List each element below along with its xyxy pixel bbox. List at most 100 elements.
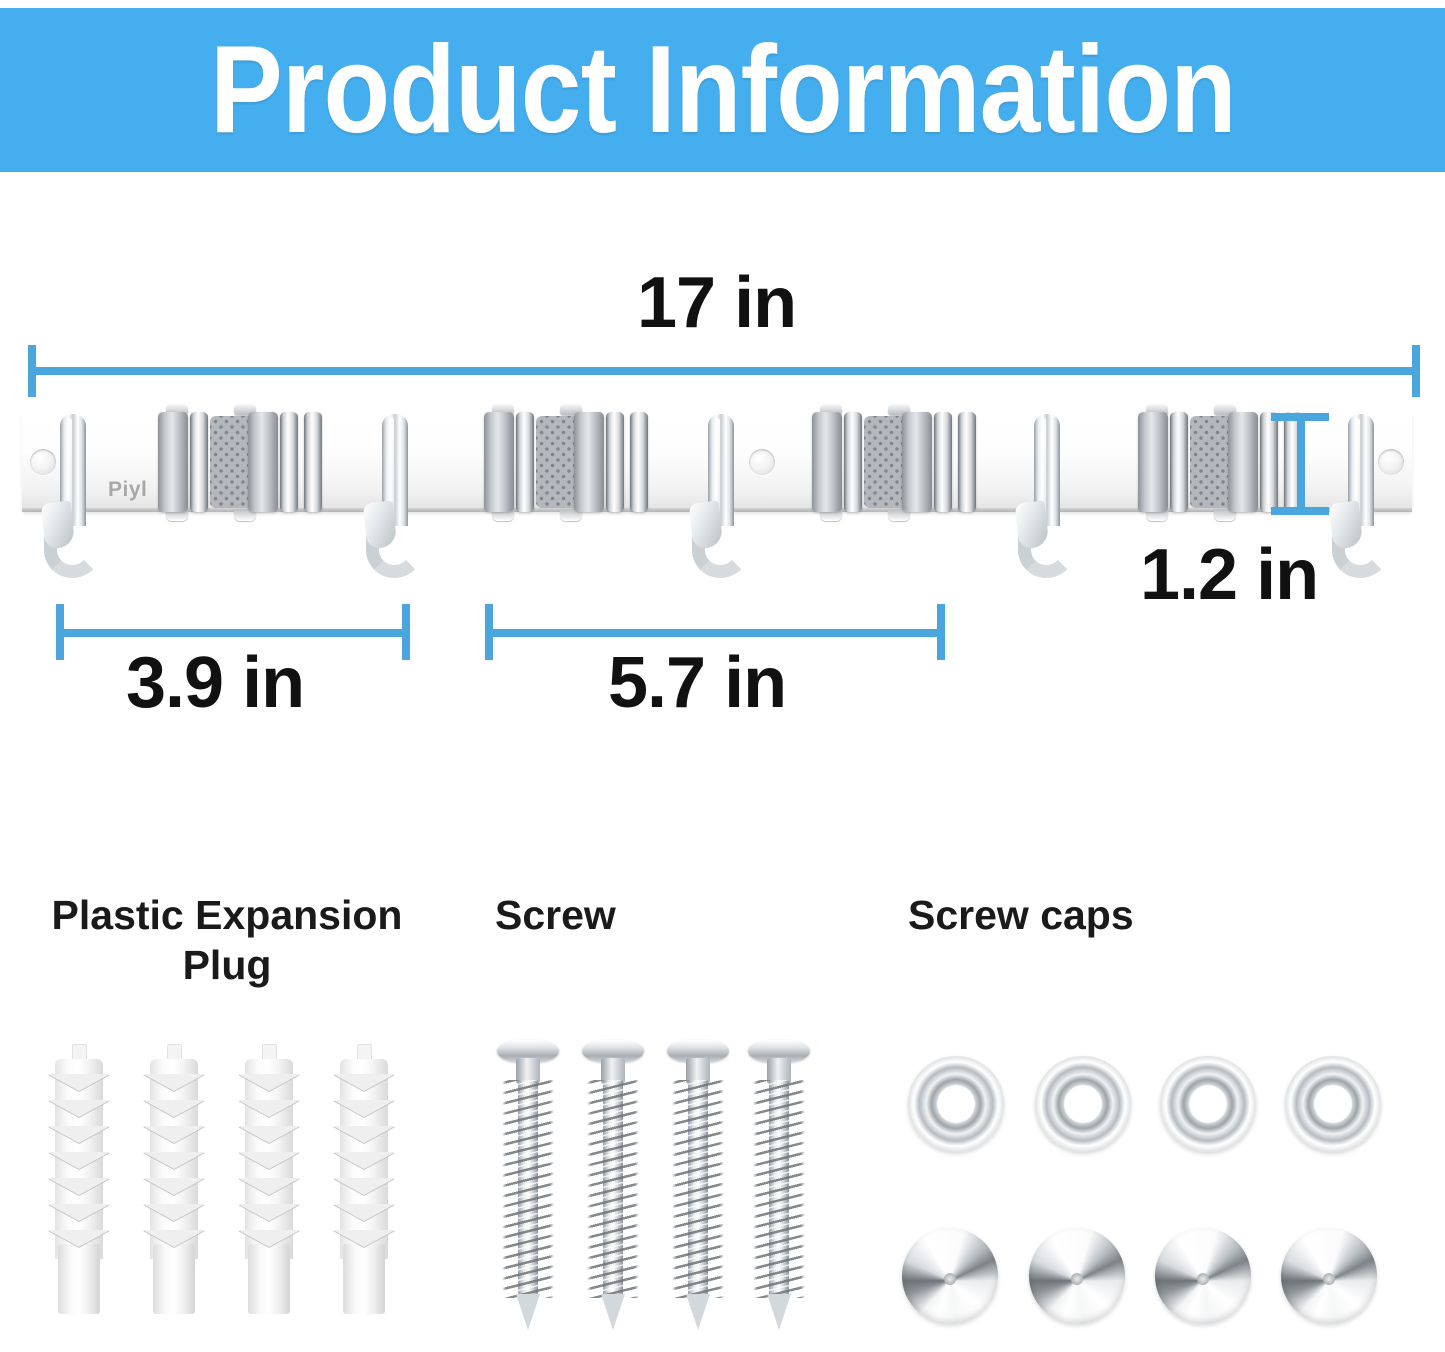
parts-label-plastic-expansion-plug: Plastic Expansion Plug [32,890,422,990]
bar-height-cap-bottom [1271,507,1329,515]
gripper-roller [516,412,534,512]
bar-top-edge [22,412,1412,415]
gripper-clip-top [560,403,582,415]
mounting-bar [22,412,1412,512]
screw-thread [671,1080,725,1298]
gripper-pad [210,416,264,508]
screw-cap-ring-icon [908,1056,1004,1152]
anchor-shank [58,1244,100,1314]
gripper-roller [190,412,208,512]
anchor-shank [248,1244,290,1314]
hook-spacing-short-cap-left [56,604,64,660]
gripper-roller [1138,412,1168,512]
overall-length-line [28,367,1420,375]
gripper-clip-bottom [492,509,514,521]
screw-neck [601,1058,625,1084]
wall-anchor-icon [143,1044,205,1314]
hook-highlight [1355,418,1360,518]
wall-anchor-icon [48,1044,110,1314]
wall-anchor-icon [333,1044,395,1314]
anchor-fin [48,1204,110,1221]
anchor-fin [143,1204,205,1221]
gripper-roller [1170,412,1188,512]
anchor-fin [48,1126,110,1143]
header-banner: Product Information [0,8,1445,172]
hook-spacing-long-cap-left [485,604,493,660]
gripper-roller [158,412,188,512]
anchor-fin [48,1152,110,1169]
gripper-roller [630,412,648,512]
screw-point [686,1294,710,1330]
screw-point [767,1294,791,1330]
parts-label-line1: Plastic Expansion [51,892,403,938]
mounting-hole-right [1378,449,1404,475]
hook-curve [1018,506,1076,578]
screw-point [516,1294,540,1330]
screw-head [667,1040,729,1062]
screw-neck [767,1058,791,1084]
hook-curve [1332,506,1390,578]
gripper-roller [484,412,514,512]
bar-height-label: 1.2 in [1140,535,1319,615]
screw-icon [582,1040,644,1330]
screw-cap-ring-icon [1285,1056,1381,1152]
wall-anchor-icon [238,1044,300,1314]
overall-length-cap-right [1412,345,1420,397]
screw-cap-dome-icon [1155,1228,1251,1324]
anchor-fin [48,1230,110,1247]
screw-thread [752,1080,806,1298]
gripper-clip-bottom [560,509,582,521]
anchor-fin [238,1230,300,1247]
hook-curve [366,506,424,578]
gripper-clip-bottom [888,509,910,521]
anchor-fin [48,1074,110,1091]
bar-bottom-edge [22,508,1412,512]
anchor-fin [143,1074,205,1091]
screw-cap-dome-icon [1281,1228,1377,1324]
screw-head [748,1040,810,1062]
gripper-assembly [806,403,992,521]
parts-label-screw: Screw [495,890,616,940]
bar-height-cap-top [1271,413,1329,421]
screw-cap-ring-icon [1035,1056,1131,1152]
screw-cap-dome-icon [1029,1228,1125,1324]
hook-spacing-long-cap-right [937,604,945,660]
screw-thread [586,1080,640,1298]
gripper-pad [1190,416,1244,508]
gripper-roller [1260,412,1278,512]
anchor-fin [238,1074,300,1091]
gripper-roller [574,412,604,512]
hook-spacing-long-line [485,629,945,637]
gripper-roller [304,412,322,512]
anchor-fin [143,1126,205,1143]
screw-cap-ring-icon [1160,1056,1256,1152]
anchor-fin [333,1100,395,1117]
hook-tip [688,500,724,550]
hook-highlight [67,418,72,518]
anchor-fin [333,1074,395,1091]
hook-highlight [389,418,394,518]
hook-spacing-short-cap-right [402,604,410,660]
gripper-clip-bottom [166,509,188,521]
anchor-fin [238,1100,300,1117]
hook-spacing-long-label: 5.7 in [608,643,787,723]
screw-thread [501,1080,555,1298]
hook-post [1034,414,1060,526]
gripper-clip-bottom [1214,509,1236,521]
anchor-shank [153,1244,195,1314]
anchor-fin [238,1126,300,1143]
screw-head [497,1040,559,1062]
gripper-assembly [1132,403,1318,521]
hook-post [1348,414,1374,526]
anchor-fin [333,1178,395,1195]
anchor-fin [48,1178,110,1195]
gripper-clip-bottom [234,509,256,521]
hook-curve [692,506,750,578]
gripper-roller [844,412,862,512]
screw-head [582,1040,644,1062]
anchor-shank [343,1244,385,1314]
bar-height-line [1297,413,1305,515]
gripper-roller [280,412,298,512]
screw-icon [497,1040,559,1330]
hook-highlight [1041,418,1046,518]
